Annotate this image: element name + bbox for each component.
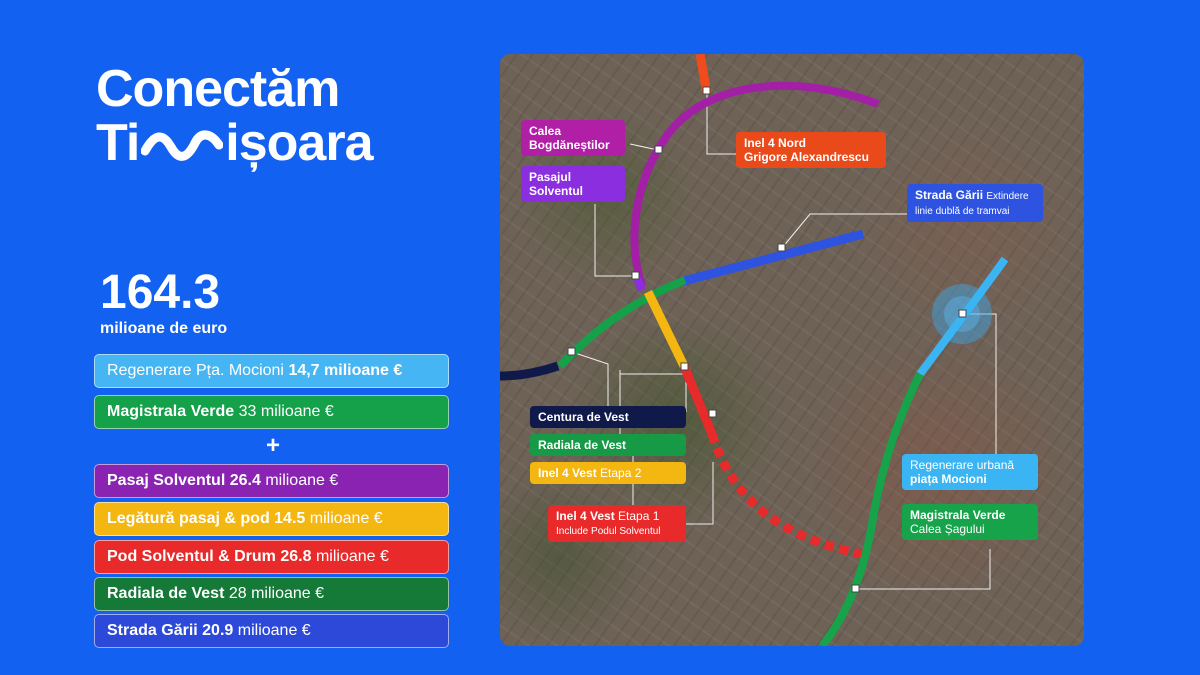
route-inel-4-vest-etapa-2 <box>643 290 689 368</box>
total-unit: milioane de euro <box>100 320 228 337</box>
route-inel-4-vest-etapa-1 <box>679 364 717 436</box>
label-text: Regenerare urbană <box>910 458 1015 472</box>
map-routes <box>500 54 1009 646</box>
budget-item-amount: milioane € <box>315 548 389 565</box>
label-text: Calea <box>529 124 562 138</box>
budget-item-name: Radiala de Vest <box>107 585 225 602</box>
budget-item-amount: 28 milioane € <box>228 585 325 602</box>
label-text: Pasajul <box>529 170 572 184</box>
budget-item-amount: 33 milioane € <box>238 403 334 420</box>
plus-sign: + <box>265 432 280 459</box>
label-magistrala-verde: Magistrala Verde Calea Șagului <box>902 504 1038 540</box>
map-marker <box>567 347 576 356</box>
map-marker <box>680 362 689 371</box>
map-marker <box>851 584 860 593</box>
budget-item-amount: milioane € <box>265 472 339 489</box>
budget-item-amount: milioane € <box>309 510 383 527</box>
map-marker <box>777 243 786 252</box>
label-text: Strada Gării <box>915 188 984 202</box>
route-inel-4-vest-etapa-1-dashed <box>707 432 863 559</box>
label-text: Centura de Vest <box>538 410 629 424</box>
budget-item-pod-solventul: Pod Solventul & Drum 26.8 milioane € <box>94 540 449 574</box>
label-text: Include Podul Solventul <box>556 526 661 537</box>
label-text: Etapa 2 <box>600 466 642 480</box>
budget-item-regenerare: Regenerare Pța. Mocioni 14,7 milioane € <box>94 354 449 388</box>
label-text: Inel 4 Nord <box>744 136 807 150</box>
title-line-2-suffix: ișoara <box>225 114 373 172</box>
label-regenerare-mocioni: Regenerare urbană piața Mocioni <box>902 454 1038 490</box>
page-title: Conectăm Ti ișoara <box>96 60 374 172</box>
label-text: Bogdăneștilor <box>529 138 610 152</box>
label-calea-bogdanestilor: Calea Bogdăneștilor <box>521 120 625 156</box>
budget-item-name: Regenerare Pța. Mocioni <box>107 362 284 379</box>
budget-item-legatura-pasaj: Legătură pasaj & pod 14.5 milioane € <box>94 502 449 536</box>
budget-item-name-2: & pod 14.5 <box>224 510 306 527</box>
budget-item-name-2: & Drum 26.8 <box>218 548 312 565</box>
budget-item-name: Pod Solventul <box>107 548 214 565</box>
label-inel-4-nord: Inel 4 Nord Grigore Alexandrescu <box>736 132 886 168</box>
label-strada-garii: Strada Gării Extindere linie dublă de tr… <box>907 184 1043 222</box>
total-value: 164.3 <box>100 266 221 319</box>
map-marker <box>654 145 663 154</box>
budget-item-magistrala-verde: Magistrala Verde 33 milioane € <box>94 395 449 429</box>
map-marker <box>702 86 711 95</box>
budget-item-radiala-de-vest: Radiala de Vest 28 milioane € <box>94 577 449 611</box>
budget-item-name: Pasaj Solventul 26.4 <box>107 472 261 489</box>
label-text: Radiala de Vest <box>538 438 627 452</box>
title-line-1: Conectăm <box>96 60 340 118</box>
label-text: Inel 4 Vest <box>538 466 597 480</box>
route-strada-garii <box>678 229 865 287</box>
wave-logo-icon <box>141 130 224 161</box>
route-magistrala-verde <box>818 372 924 646</box>
label-centura-de-vest: Centura de Vest <box>530 406 686 428</box>
label-text: Inel 4 Vest <box>556 509 615 523</box>
title-line-2-prefix: Ti <box>96 114 140 172</box>
budget-item-pasaj-solventul: Pasaj Solventul 26.4 milioane € <box>94 464 449 498</box>
label-text: Etapa 1 <box>618 509 660 523</box>
map-marker <box>708 409 717 418</box>
title-line-2: Ti ișoara <box>96 114 374 172</box>
budget-item-amount: milioane € <box>237 622 311 639</box>
label-text: Magistrala Verde <box>910 508 1006 522</box>
route-calea-bogdanestilor <box>630 81 880 288</box>
label-text: Calea Șagului <box>910 522 985 536</box>
route-centura-de-vest <box>500 361 560 381</box>
label-text: Extindere <box>986 191 1029 202</box>
label-inel-4-vest-etapa-1: Inel 4 Vest Etapa 1 Include Podul Solven… <box>548 505 686 542</box>
label-inel-4-vest-etapa-2: Inel 4 Vest Etapa 2 <box>530 462 686 484</box>
budget-item-strada-garii: Strada Gării 20.9 milioane € <box>94 614 449 648</box>
budget-item-name: Magistrala Verde <box>107 403 235 420</box>
label-pasajul-solventul: Pasajul Solventul <box>521 166 625 202</box>
label-text: Grigore Alexandrescu <box>744 150 869 164</box>
budget-item-name: Strada Gării 20.9 <box>107 622 234 639</box>
map-marker <box>958 309 967 318</box>
label-text: piața Mocioni <box>910 472 987 486</box>
label-text: Solventul <box>529 184 584 198</box>
label-radiala-de-vest: Radiala de Vest <box>530 434 686 456</box>
map-marker <box>631 271 640 280</box>
label-text: linie dublă de tramvai <box>915 206 1010 217</box>
total-budget: 164.3 milioane de euro <box>100 268 227 338</box>
budget-item-amount: 14,7 milioane € <box>288 362 403 379</box>
budget-item-name: Legătură pasaj <box>107 510 220 527</box>
project-map: Calea Bogdăneștilor Pasajul Solventul In… <box>500 54 1084 646</box>
